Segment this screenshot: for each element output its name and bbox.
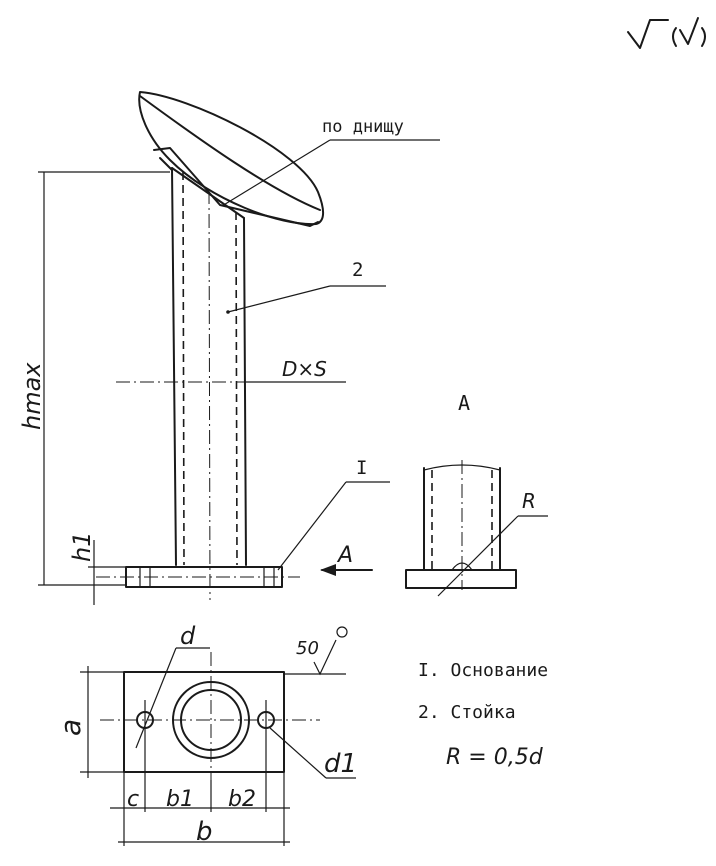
part-2-text: 2. Стойка <box>418 702 516 723</box>
b1-label: b1 <box>166 787 194 812</box>
item-2-callout: 2 <box>352 259 363 281</box>
dimension-h-max: hmax <box>18 171 170 586</box>
roughness-symbol-icon <box>627 17 706 49</box>
d-label: d <box>180 622 196 650</box>
plan-view <box>100 652 320 846</box>
leader-item-1: I <box>277 457 390 571</box>
r-label: R <box>522 489 536 513</box>
bottom-cap-dish <box>138 91 324 227</box>
dimension-a: a <box>54 666 124 778</box>
parts-list: I. Основание 2. Стойка R = 0,5d <box>418 660 548 770</box>
view-arrow-label: A <box>336 543 353 568</box>
roughness-50-label: 50 <box>296 638 319 659</box>
detail-a-title: A <box>458 391 470 415</box>
leader-bottom-note: по днищу <box>221 117 440 207</box>
leader-item-2: 2 <box>226 259 386 314</box>
a-label: a <box>54 719 87 736</box>
bottom-note-label: по днищу <box>322 117 404 137</box>
surface-roughness-50: 50 <box>284 626 348 676</box>
dimension-row-c-b1-b2: c b1 b2 <box>110 780 290 812</box>
detail-view-a: R <box>405 460 548 597</box>
part-1-text: I. Основание <box>418 660 548 681</box>
d-x-s-label: D×S <box>282 357 327 381</box>
leader-dxs: D×S <box>246 357 346 383</box>
d1-label: d1 <box>324 749 357 779</box>
b2-label: b2 <box>228 787 256 812</box>
c-label: c <box>127 787 139 812</box>
radius-formula: R = 0,5d <box>446 745 544 770</box>
view-arrow-a: A <box>320 543 373 576</box>
h-max-label: hmax <box>18 362 46 430</box>
dimension-b: b <box>118 817 290 847</box>
leader-d1: d1 <box>269 727 357 779</box>
dimension-h1: h1 <box>68 532 126 605</box>
leader-d: d <box>135 622 210 749</box>
base-plate <box>96 566 300 588</box>
h1-label: h1 <box>68 532 96 562</box>
post-tube <box>171 167 247 601</box>
b-label: b <box>196 817 213 847</box>
item-1-callout: I <box>356 457 367 479</box>
